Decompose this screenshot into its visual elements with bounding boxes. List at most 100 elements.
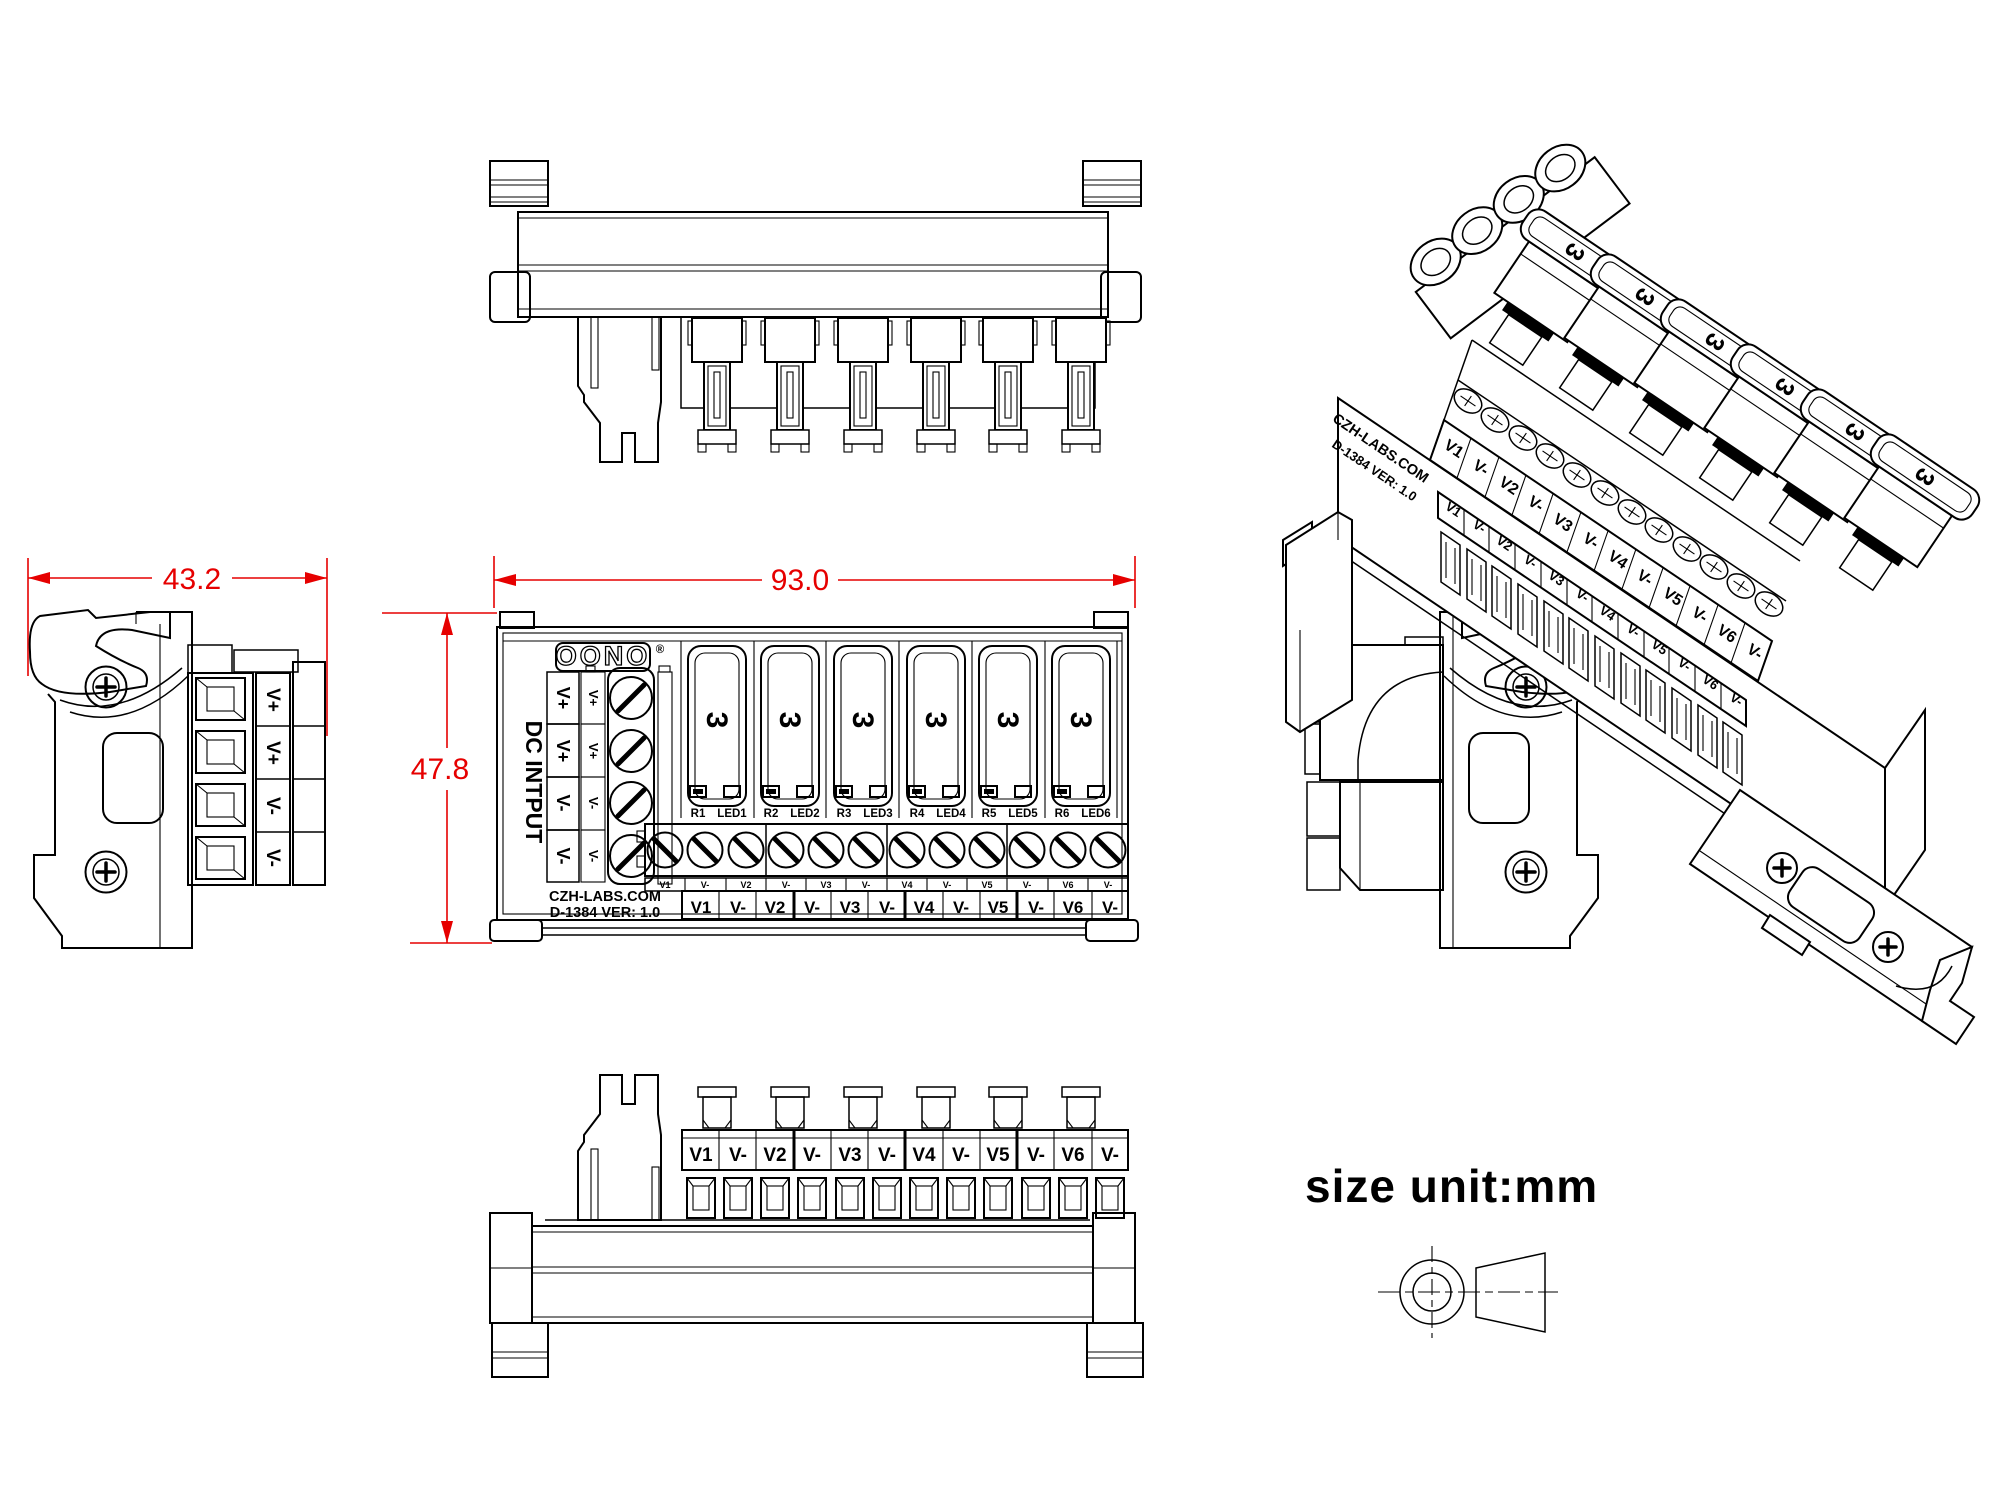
fuse-slot-separators <box>680 641 1118 818</box>
wire-openings <box>1440 530 1743 787</box>
fuse-holder <box>760 317 820 453</box>
input-label: V- <box>553 794 573 811</box>
terminal-label: V1 <box>1441 437 1467 462</box>
terminal-screw-holes <box>1453 388 1784 617</box>
fuse-holder <box>687 317 747 453</box>
torx-screw-icon <box>84 850 128 894</box>
terminal-label: V- <box>804 898 820 917</box>
terminal-label: V6 <box>1063 898 1084 917</box>
din-release-tab <box>577 1074 662 1221</box>
top-view <box>489 160 1142 463</box>
indicator-label: R4 <box>910 808 925 820</box>
output-label-row: V1 V- V2 V- V3 V- V4 V- V5 V- V6 V- <box>681 890 1129 920</box>
indicator-label: LED6 <box>1081 808 1110 820</box>
fuse-marking: 3 <box>700 712 733 729</box>
dimension-depth: 43.2 <box>27 558 328 736</box>
fuse-slot: 3 <box>687 645 747 807</box>
din-clip <box>28 608 189 718</box>
terminal-label: V- <box>1524 493 1546 516</box>
terminal-label: V3 <box>1550 511 1576 536</box>
input-terminal-labels: V+ V+ V- V- V+ V+ V- V- <box>546 665 671 883</box>
fuse-slot: 3 <box>760 645 820 807</box>
indicator-label: R3 <box>837 808 852 820</box>
left-end-bracket <box>1282 510 1353 734</box>
fuse-slot: 3 <box>978 645 1038 807</box>
dimension-width: 93.0 <box>493 556 1136 608</box>
terminal-label: V2 <box>765 898 786 917</box>
terminal-label: V- <box>953 898 969 917</box>
terminal-label: V- <box>1688 604 1710 627</box>
terminal-label: V4 <box>914 898 935 917</box>
side-terminals: V+ V+ V- V- <box>187 644 326 886</box>
terminal-label: V2 <box>1496 474 1522 499</box>
indicator-label: R2 <box>764 808 779 820</box>
terminal-label: V- <box>803 1145 821 1166</box>
dc-input-label: DC INTPUT <box>521 721 547 844</box>
terminal-label: V- <box>952 1145 970 1166</box>
isometric-view: CZH-LABS.COM D-1384 VER: 1.0 V1 V- V2 V-… <box>1282 143 1981 1046</box>
third-angle-projection-icon <box>1378 1246 1558 1338</box>
wire-openings <box>686 1177 1125 1219</box>
input-screw-terminals <box>607 667 673 885</box>
fuse-holder <box>1051 317 1111 453</box>
indicator-label: R6 <box>1055 808 1070 820</box>
mount-cutout <box>1468 732 1530 824</box>
output-label-row: V1 V- V2 V- V3 V- V4 V- V5 V- V6 V- <box>681 1129 1129 1171</box>
input-label: V- <box>262 797 283 815</box>
fuse-holder <box>978 317 1038 453</box>
fuse-holder <box>906 317 966 453</box>
fuse-marking: 3 <box>919 712 952 729</box>
terminal-label: V6 <box>1061 1145 1084 1166</box>
terminal-label: V- <box>878 1145 896 1166</box>
indicator-row: R1 LED1 R2 LED2 R3 LED3 R4 LED4 R5 LED5 … <box>689 785 1111 820</box>
torx-screw-icon <box>1504 850 1548 894</box>
input-label: V+ <box>553 740 573 763</box>
terminal-label: V- <box>1104 880 1113 890</box>
terminal-label: V1 <box>691 898 712 917</box>
terminal-label: V- <box>701 880 710 890</box>
terminal-label: V- <box>1633 567 1655 590</box>
model-label: D-1384 VER: 1.0 <box>550 905 660 921</box>
terminal-label: V2 <box>1494 533 1516 554</box>
fuse-marking: 3 <box>1064 712 1097 729</box>
mount-cutout <box>102 732 164 824</box>
terminal-label: V3 <box>840 898 861 917</box>
terminal-label: V- <box>1101 1145 1119 1166</box>
indicator-label: R5 <box>982 808 997 820</box>
terminal-label: V4 <box>1605 548 1631 573</box>
indicator-label: LED2 <box>790 808 819 820</box>
terminal-label: V- <box>1743 641 1765 664</box>
torx-screw-icon <box>84 665 128 709</box>
input-label: V- <box>553 847 573 864</box>
terminal-label: V- <box>1028 898 1044 917</box>
terminal-label: V5 <box>986 1145 1010 1166</box>
fuse-marking: 3 <box>773 712 806 729</box>
logo-text: OONO <box>556 641 651 671</box>
depth-dimension-value: 43.2 <box>163 563 221 596</box>
fuse-blade-contacts <box>697 1086 1101 1129</box>
output-label-strip-small: V1 V- V2 V- V3 V- V4 V- V5 V- V6 V- <box>644 877 1129 892</box>
terminal-label: V2 <box>740 880 751 890</box>
terminal-label: V5 <box>1660 585 1686 610</box>
terminal-label: V4 <box>912 1145 936 1166</box>
input-label: V- <box>586 850 601 862</box>
maker-label: CZH-LABS.COM <box>549 889 661 905</box>
input-label: V+ <box>586 690 601 707</box>
terminal-label: V3 <box>838 1145 861 1166</box>
left-side-view: V+ V+ V- V- <box>28 608 326 949</box>
terminal-label: V1 <box>689 1145 713 1166</box>
output-screw-terminals <box>636 823 1129 877</box>
fuse: 3 <box>1488 208 1631 367</box>
height-dimension-value: 47.8 <box>411 753 469 786</box>
terminal-label: V- <box>1027 1145 1045 1166</box>
terminal-label: V2 <box>763 1145 786 1166</box>
terminal-label: V- <box>879 898 895 917</box>
indicator-label: LED5 <box>1008 808 1038 820</box>
fuse-marking: 3 <box>846 712 879 729</box>
front-view: OONO ® DC INTPUT V+ V+ V- V- V+ V+ V- V- <box>489 611 1139 942</box>
indicator-label: LED3 <box>863 808 892 820</box>
input-label: V+ <box>553 687 573 710</box>
terminal-label: V5 <box>1649 637 1671 658</box>
terminal-label: V3 <box>1546 568 1568 589</box>
